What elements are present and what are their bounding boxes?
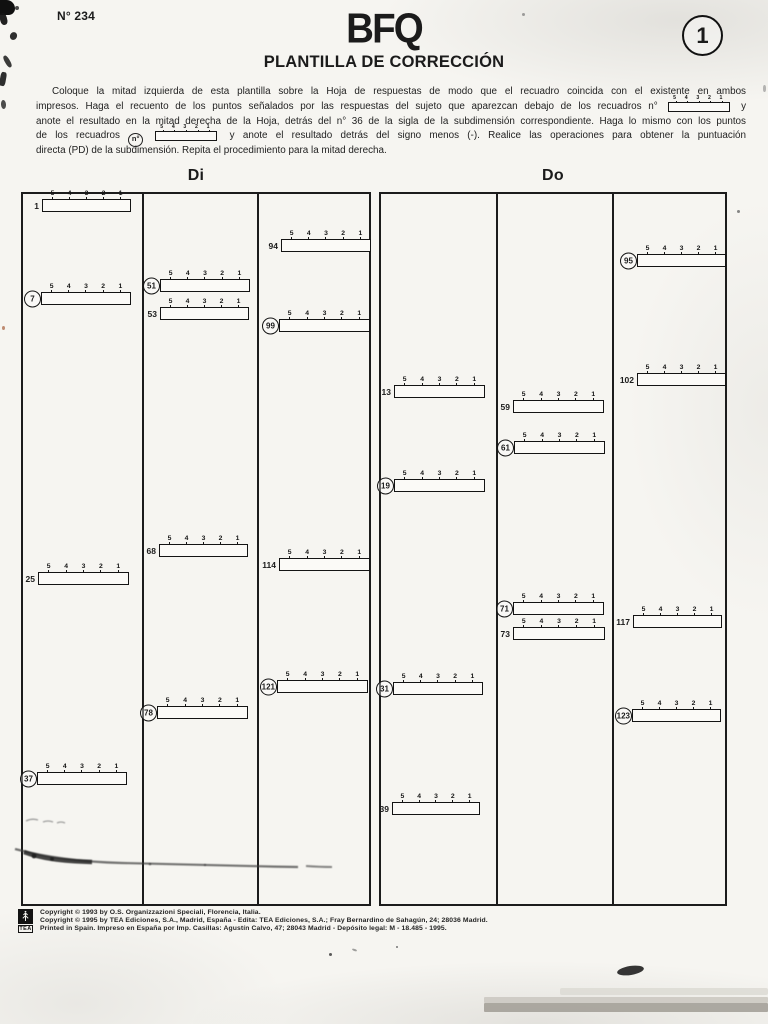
instructions-line: impresos. Haga el recuento de los puntos… [36,95,746,115]
section-label-do: Do [542,167,564,184]
publisher-logo-icon [18,909,33,924]
scan-artifact [0,71,8,87]
item-number-68: 68 [146,545,156,556]
circled-item-number-37: 37 [20,770,37,787]
page-number-badge: 1 [682,15,723,56]
copyright-line: Copyright © 1995 by TEA Ediciones, S.A.,… [40,917,488,925]
item-number-13: 13 [381,386,391,397]
scan-artifact [2,326,5,330]
footer: TEA Copyright © 1993 by O.S. Organizzazi… [18,909,488,934]
instructions-text: directa (PD) de la subdimensión. Repita … [36,145,387,157]
scan-artifact [329,953,332,956]
circled-item-number-95: 95 [620,252,637,269]
scan-artifact [484,1003,768,1012]
column-divider [257,194,259,904]
publisher-logo-text: TEA [18,925,33,933]
scan-artifact [737,210,740,213]
circled-item-number-7: 7 [24,290,41,307]
item-number-59: 59 [500,401,510,412]
column-divider [142,194,144,904]
column-divider [612,194,614,904]
reference-number: N° 234 [57,9,96,23]
circled-item-number-19: 19 [377,477,394,494]
scan-artifact [0,0,15,15]
section-frame-do [379,192,727,906]
circled-item-number-61: 61 [497,439,514,456]
scan-artifact [560,988,768,995]
scan-artifact [616,963,645,978]
scan-artifact [0,99,7,110]
circled-item-number-71: 71 [496,600,513,617]
scan-artifact [763,85,766,92]
instructions-text: Coloque la mitad izquierda de esta plant… [52,86,746,97]
item-number-53: 53 [147,308,157,319]
item-number-117: 117 [616,616,630,627]
circled-item-number-51: 51 [143,277,160,294]
circled-item-number-123: 123 [614,707,632,724]
instructions: Coloque la mitad izquierda de esta plant… [36,85,746,159]
instructions-text: y anote el resultado detrás del signo me… [229,130,747,142]
instructions-text: y [741,100,746,112]
page-subtitle: PLANTILLA DE CORRECCIÓN [263,53,505,71]
circled-item-number-31: 31 [376,680,393,697]
item-number-25: 25 [25,573,35,584]
copyright-line: Printed in Spain. Impreso en España por … [40,925,447,933]
section-frame-di [21,192,371,906]
scan-artifact [15,6,19,10]
column-divider [496,194,498,904]
section-label-di: Di [187,167,205,184]
circled-item-number-99: 99 [262,317,279,334]
scan-artifact [484,997,768,1003]
copyright-line: Copyright © 1993 by O.S. Organizzazioni … [40,909,261,916]
publisher-logo: TEA [18,909,33,933]
instructions-text: anote el resultado en la mitad derecha d… [36,115,746,127]
instructions-line: Coloque la mitad izquierda de esta plant… [36,85,746,100]
copyright-text: Copyright © 1993 by O.S. Organizzazioni … [40,909,488,934]
item-number-73: 73 [500,628,510,639]
item-number-102: 102 [619,374,634,385]
circled-item-number-78: 78 [140,704,157,721]
instructions-line: anote el resultado en la mitad derecha d… [36,115,746,130]
item-number-39: 39 [379,803,389,814]
instructions-text: impresos. Haga el recuento de los puntos… [36,100,658,112]
circled-item-number-121: 121 [259,678,277,695]
item-number-94: 94 [268,240,278,251]
scan-artifact [396,946,398,948]
instructions-line: directa (PD) de la subdimensión. Repita … [36,144,746,159]
item-number-1: 1 [34,200,39,211]
page-title: BFQ [346,4,424,52]
scan-artifact [0,12,9,26]
instructions-text: de los recuadros [36,130,120,142]
scan-artifact [8,30,19,42]
item-number-114: 114 [262,559,276,570]
scan-artifact [351,948,358,952]
